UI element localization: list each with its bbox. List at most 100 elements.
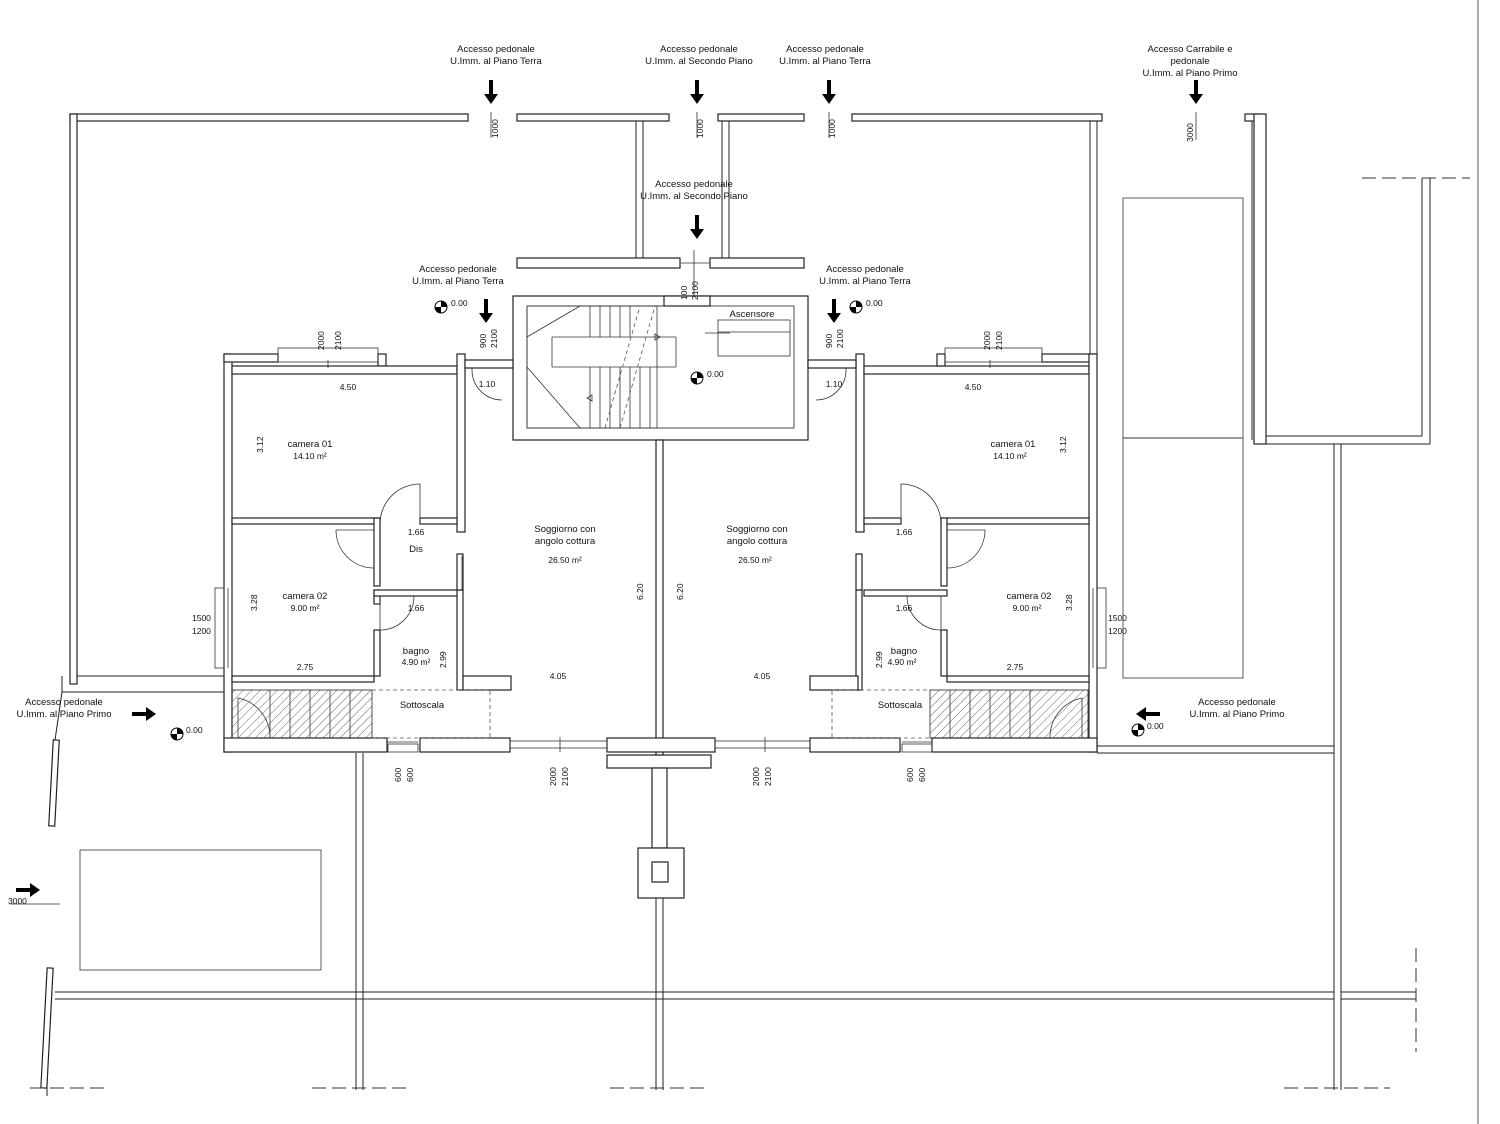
room-name: camera 01 bbox=[991, 439, 1036, 450]
arrow-down-icon bbox=[1189, 80, 1203, 104]
gate-dimensions: 1000 1000 1000 3000 100 2100 900 2100 90… bbox=[8, 119, 1195, 906]
access-label: Accesso pedonale bbox=[660, 44, 738, 55]
room-dim: 6.20 bbox=[675, 583, 685, 600]
access-label: pedonale bbox=[1170, 56, 1209, 67]
level-value: 0.00 bbox=[1147, 721, 1164, 731]
room-dim: 4.50 bbox=[340, 382, 357, 392]
room-dim: 2.75 bbox=[297, 662, 314, 672]
room-dim: 3.28 bbox=[249, 594, 259, 611]
room-area: 4.90 m² bbox=[402, 657, 431, 667]
access-label: Accesso pedonale bbox=[826, 264, 904, 275]
access-label: Accesso pedonale bbox=[25, 697, 103, 708]
room-name: camera 02 bbox=[283, 591, 328, 602]
room-name: Soggiorno con bbox=[726, 524, 787, 535]
arrow-down-icon bbox=[690, 215, 704, 239]
room-dim: 1.66 bbox=[408, 527, 425, 537]
access-label: U.Imm. al Piano Terra bbox=[412, 276, 504, 287]
gate-dim: 1000 bbox=[695, 119, 705, 138]
room-name: Sottoscala bbox=[878, 700, 923, 711]
window-dim: 2000 bbox=[751, 767, 761, 786]
window-dim: 1200 bbox=[1108, 626, 1127, 636]
window-dim: 600 bbox=[917, 768, 927, 782]
room-dim: 1.66 bbox=[896, 603, 913, 613]
access-label: Accesso pedonale bbox=[655, 179, 733, 190]
level-value: 0.00 bbox=[707, 369, 724, 379]
building bbox=[214, 257, 1107, 756]
access-label: Accesso pedonale bbox=[457, 44, 535, 55]
access-label: U.Imm. al Piano Terra bbox=[450, 56, 542, 67]
arrow-down-icon bbox=[690, 80, 704, 104]
window-dim: 1200 bbox=[192, 626, 211, 636]
access-label: U.Imm. al Piano Terra bbox=[819, 276, 911, 287]
door-dim: 1.10 bbox=[479, 379, 496, 389]
access-label: Accesso pedonale bbox=[1198, 697, 1276, 708]
gate-dim: 900 bbox=[478, 334, 488, 348]
room-dim: 3.28 bbox=[1064, 594, 1074, 611]
gate-dim: 2100 bbox=[835, 329, 845, 348]
room-name: bagno bbox=[403, 646, 429, 657]
room-dim: 3.12 bbox=[1058, 436, 1068, 453]
gate-dim: 2100 bbox=[690, 281, 700, 300]
access-labels: Accesso pedonale U.Imm. al Piano Terra A… bbox=[16, 44, 1284, 720]
arrow-down-icon bbox=[822, 80, 836, 104]
arrow-down-icon bbox=[479, 299, 493, 323]
window-dim: 600 bbox=[905, 768, 915, 782]
window-dim: 2100 bbox=[763, 767, 773, 786]
access-label: Accesso pedonale bbox=[419, 264, 497, 275]
room-name: Soggiorno con bbox=[534, 524, 595, 535]
room-dim: 2.99 bbox=[438, 651, 448, 668]
room-dim: 1.66 bbox=[408, 603, 425, 613]
access-arrows bbox=[16, 80, 1203, 897]
level-marker-icon bbox=[849, 300, 863, 314]
arrow-left-icon bbox=[1136, 707, 1160, 721]
level-marker-icon bbox=[690, 371, 704, 385]
gate-dim: 3000 bbox=[1185, 123, 1195, 142]
room-name: camera 02 bbox=[1007, 591, 1052, 602]
right-unit: camera 01 14.10 m² 4.50 3.12 2000 2100 c… bbox=[675, 331, 1127, 786]
room-area: 26.50 m² bbox=[548, 555, 582, 565]
room-area: 14.10 m² bbox=[993, 451, 1027, 461]
room-dim: 2.75 bbox=[1007, 662, 1024, 672]
gate-dim: 2100 bbox=[489, 329, 499, 348]
gate-markers bbox=[10, 112, 1197, 905]
level-marker-icon bbox=[170, 727, 184, 741]
access-label: U.Imm. al Secondo Piano bbox=[640, 191, 748, 202]
left-unit: camera 01 14.10 m² 4.50 3.12 2000 2100 c… bbox=[192, 331, 645, 786]
window-dim: 2000 bbox=[548, 767, 558, 786]
level-markers bbox=[170, 300, 1145, 741]
arrow-down-icon bbox=[827, 299, 841, 323]
window-dim: 600 bbox=[405, 768, 415, 782]
window-dim: 1500 bbox=[192, 613, 211, 623]
elevator-label: Ascensore bbox=[730, 309, 775, 320]
access-label: Accesso pedonale bbox=[786, 44, 864, 55]
door-dim: 1.10 bbox=[826, 379, 843, 389]
window-dim: 2000 bbox=[316, 331, 326, 350]
access-label: U.Imm. al Piano Primo bbox=[1189, 709, 1284, 720]
stair-flights bbox=[526, 305, 677, 429]
window-dim: 600 bbox=[393, 768, 403, 782]
room-area: 9.00 m² bbox=[291, 603, 320, 613]
level-labels: 0.00 0.00 0.00 0.00 0.00 bbox=[186, 298, 1164, 735]
arrow-right-icon bbox=[132, 707, 156, 721]
access-label: U.Imm. al Secondo Piano bbox=[645, 56, 753, 67]
room-name: angolo cottura bbox=[535, 536, 596, 547]
room-name: Sottoscala bbox=[400, 700, 445, 711]
room-name: camera 01 bbox=[288, 439, 333, 450]
room-dim: 4.50 bbox=[965, 382, 982, 392]
level-value: 0.00 bbox=[866, 298, 883, 308]
room-area: 14.10 m² bbox=[293, 451, 327, 461]
room-dim: 4.05 bbox=[550, 671, 567, 681]
access-label: U.Imm. al Piano Primo bbox=[1142, 68, 1237, 79]
room-dim: 1.66 bbox=[896, 527, 913, 537]
room-name: Dis bbox=[409, 544, 423, 555]
window-dim: 2000 bbox=[982, 331, 992, 350]
window-dim: 1500 bbox=[1108, 613, 1127, 623]
gate-dim: 900 bbox=[824, 334, 834, 348]
level-marker-icon bbox=[1131, 723, 1145, 737]
gate-dim: 1000 bbox=[490, 119, 500, 138]
arrow-down-icon bbox=[484, 80, 498, 104]
window-dim: 2100 bbox=[560, 767, 570, 786]
room-dim: 4.05 bbox=[754, 671, 771, 681]
room-dim: 6.20 bbox=[635, 583, 645, 600]
